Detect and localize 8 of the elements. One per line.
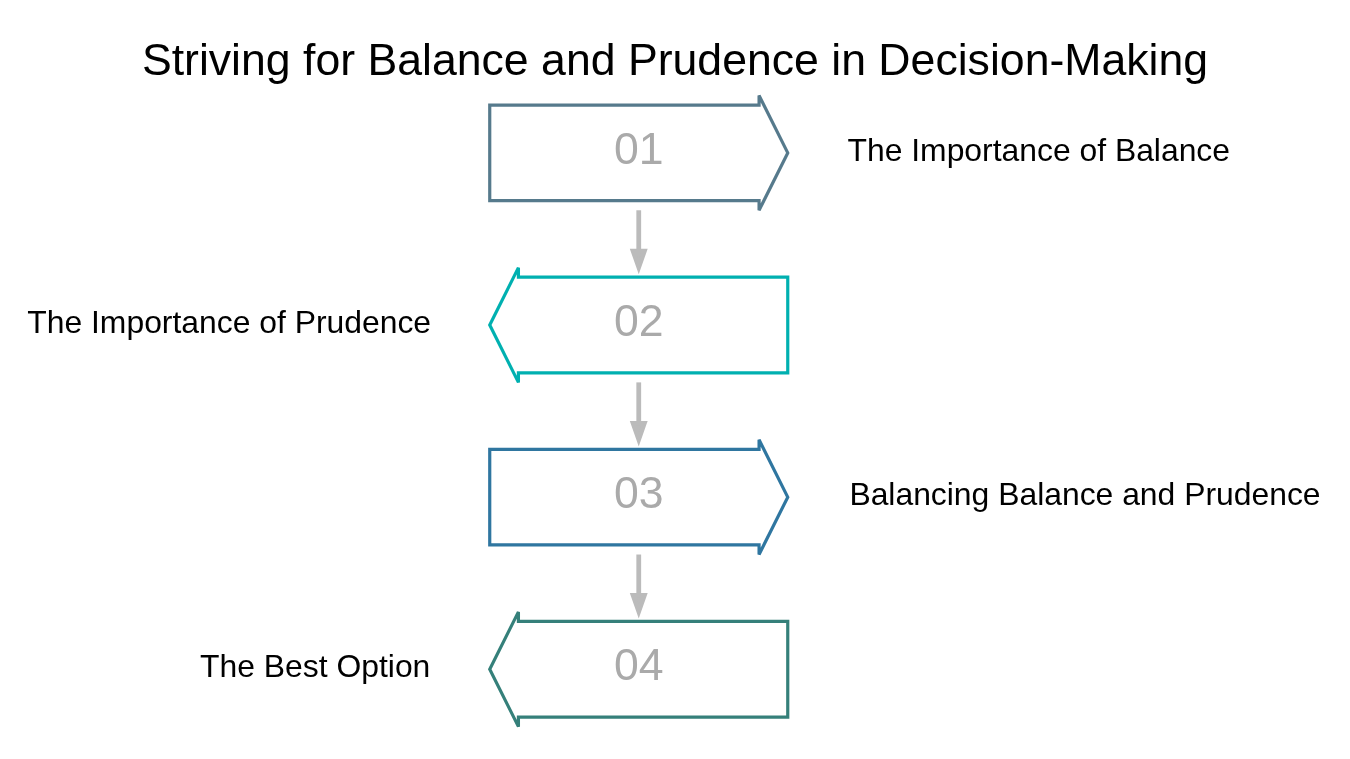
diagram-title: Striving for Balance and Prudence in Decision-Making xyxy=(141,34,1209,84)
arrow xyxy=(629,209,648,274)
arrow xyxy=(629,554,648,619)
node-label: The Importance of Prudence xyxy=(27,303,432,340)
arrow xyxy=(629,381,648,446)
node-label: The Importance of Balance xyxy=(847,131,1231,168)
node-label: The Best Option xyxy=(200,647,431,684)
node-label: Balancing Balance and Prudence xyxy=(849,475,1321,512)
